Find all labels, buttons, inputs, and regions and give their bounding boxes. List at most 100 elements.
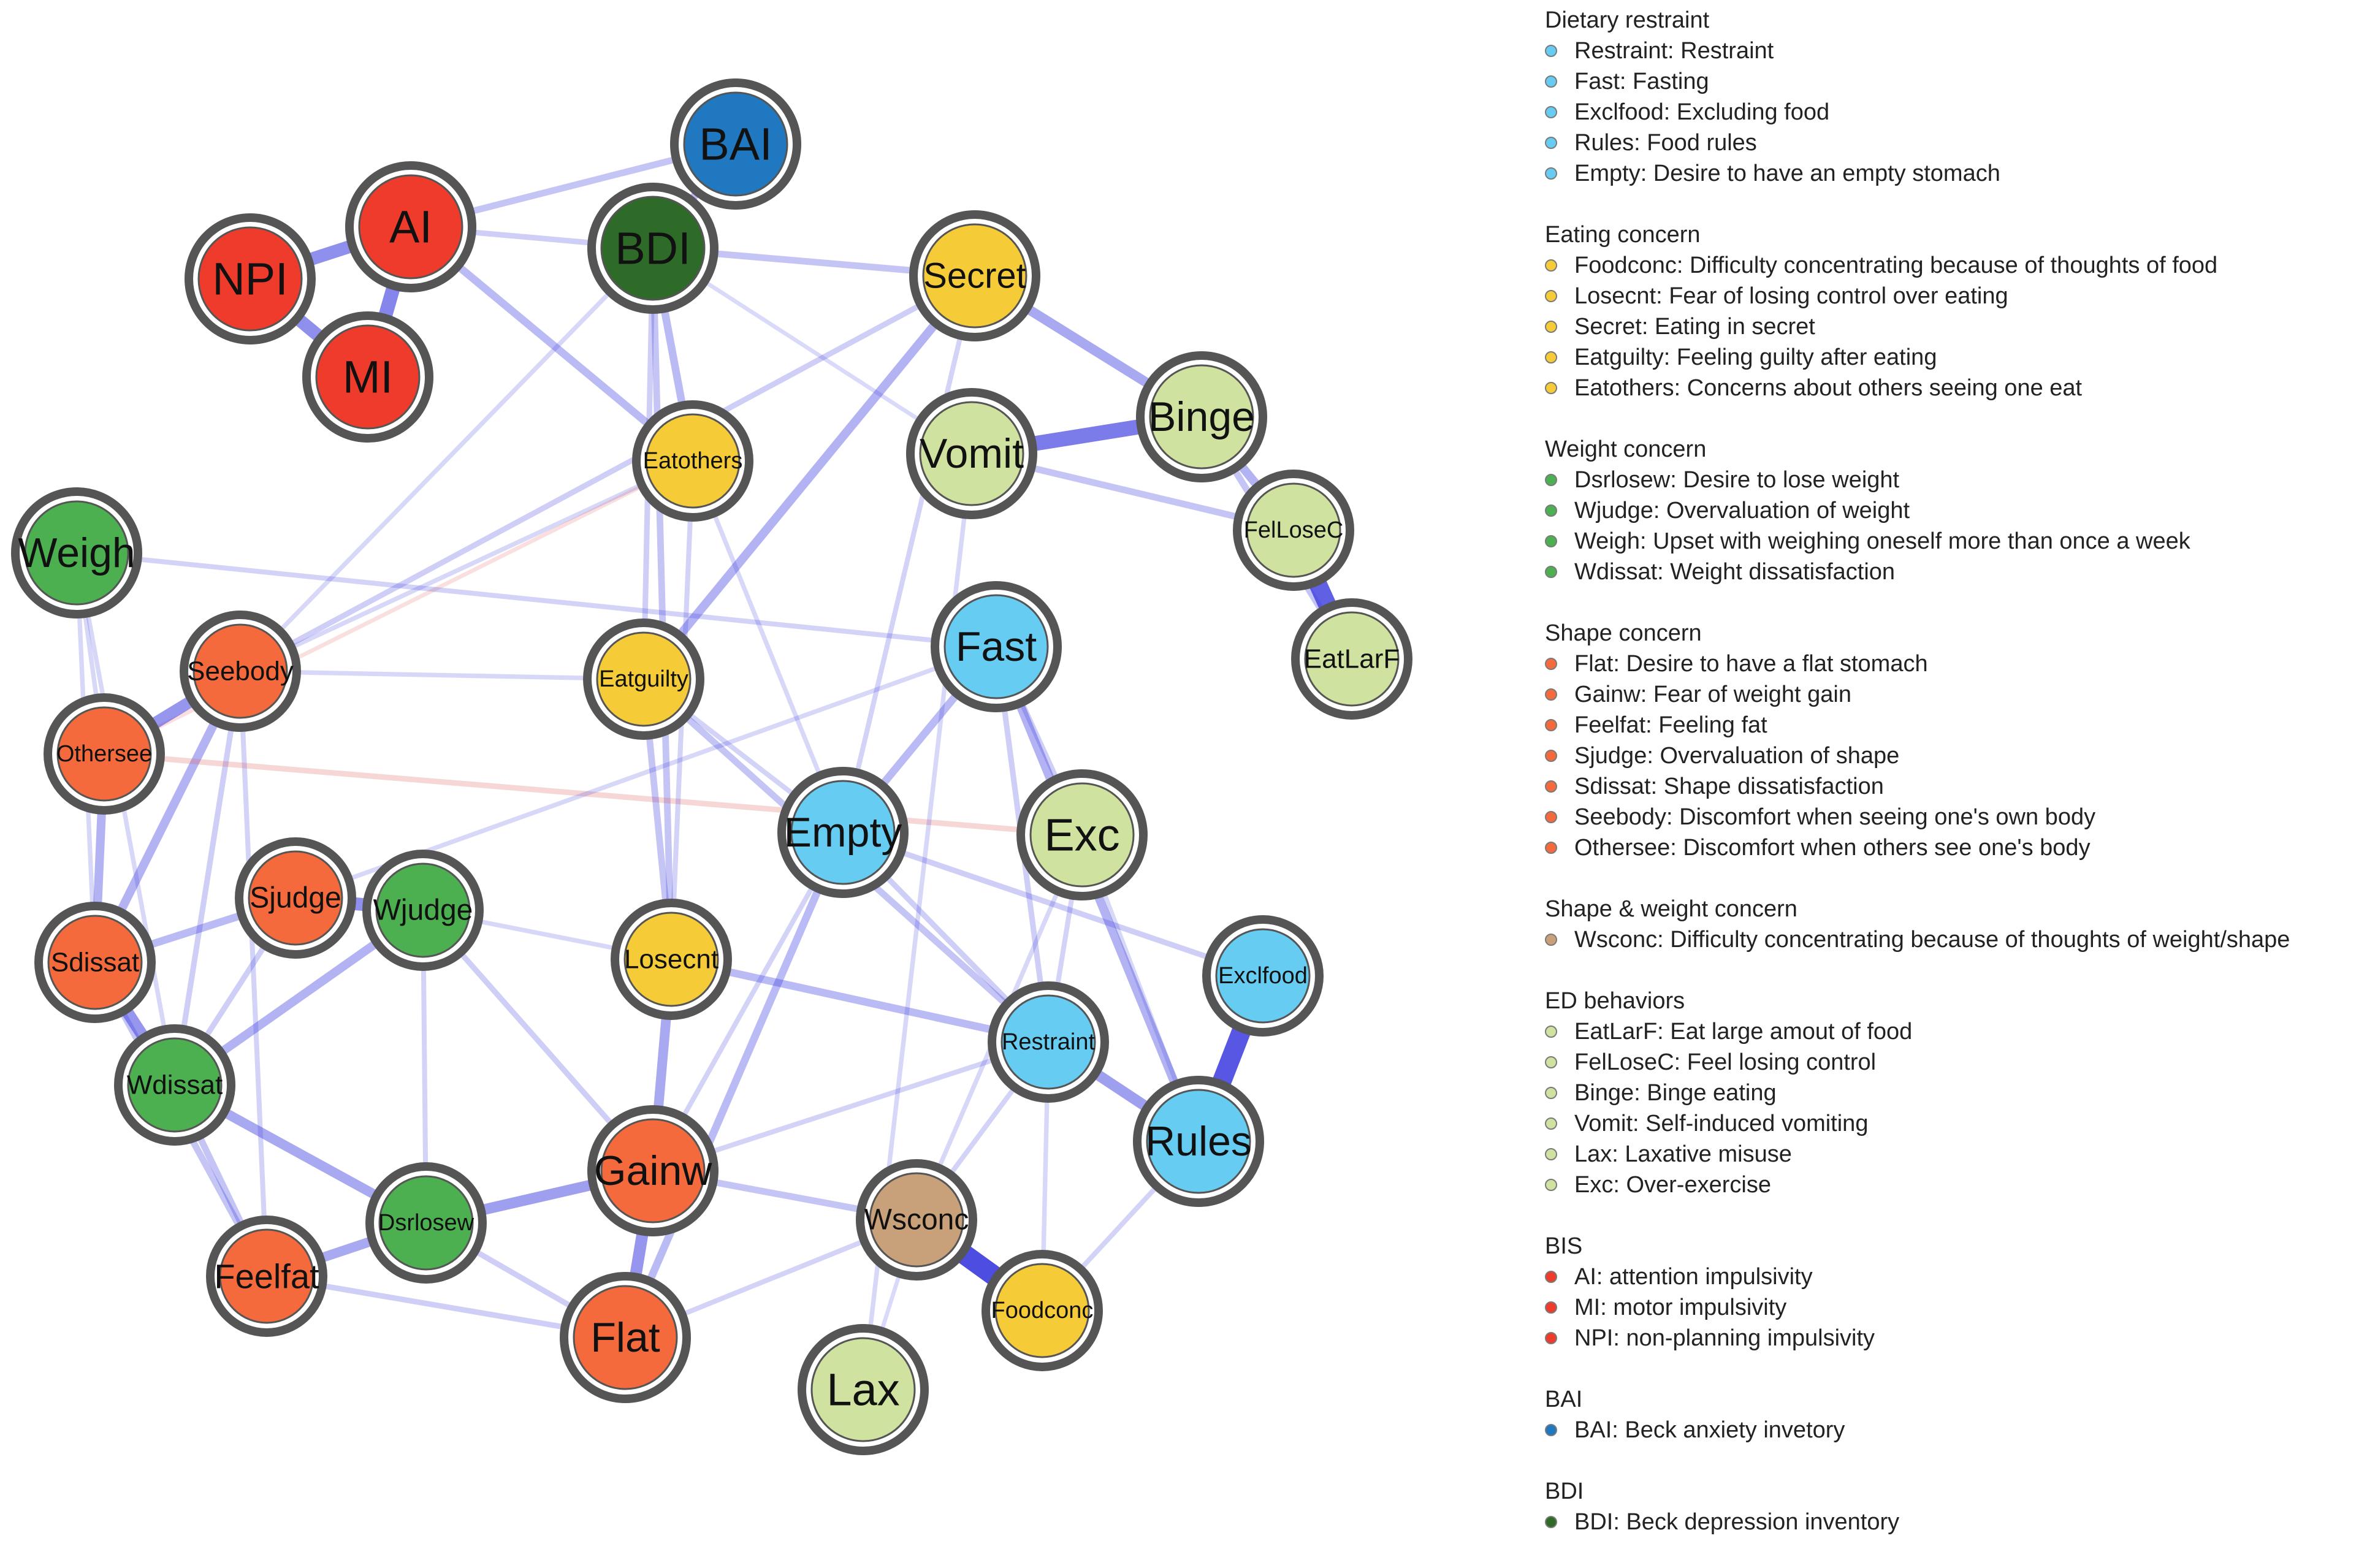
node-fill	[197, 226, 303, 332]
node-bai[interactable]: BAI	[670, 78, 801, 210]
node-gainw[interactable]: Gainw	[587, 1105, 718, 1236]
node-wjudge[interactable]: Wjudge	[362, 850, 484, 971]
node-flat[interactable]: Flat	[560, 1272, 691, 1403]
legend-item-label: Fast: Fasting	[1574, 69, 1709, 94]
node-label: Secret	[923, 256, 1026, 296]
node-foodconc[interactable]: Foodconc	[981, 1250, 1103, 1371]
node-secret[interactable]: Secret	[909, 210, 1040, 341]
node-eatguilty[interactable]: Eatguilty	[583, 618, 704, 740]
node-dsrlosew[interactable]: Dsrlosew	[365, 1162, 487, 1284]
legend-dot-icon	[1545, 259, 1557, 272]
legend-item: Losecnt: Fear of losing control over eat…	[1545, 281, 2360, 311]
node-fill	[922, 223, 1027, 329]
node-rules[interactable]: Rules	[1133, 1076, 1264, 1207]
legend-dot-icon	[1545, 321, 1557, 333]
node-losecnt[interactable]: Losecnt	[611, 899, 732, 1020]
node-wdissat[interactable]: Wdissat	[114, 1024, 235, 1146]
node-label: BDI	[615, 223, 690, 274]
legend-dot-icon	[1545, 811, 1557, 823]
node-lax[interactable]: Lax	[798, 1324, 929, 1455]
legend-dot-icon	[1545, 351, 1557, 363]
node-fellosec[interactable]: FelLoseC	[1233, 470, 1354, 591]
node-fill	[358, 174, 463, 280]
legend-item: Vomit: Self-induced vomiting	[1545, 1108, 2360, 1139]
legend-item: Wsconc: Difficulty concentrating because…	[1545, 924, 2360, 955]
node-empty[interactable]: Empty	[777, 767, 909, 898]
node-label: AI	[389, 202, 432, 253]
node-label: Sdissat	[51, 948, 139, 978]
node-fill	[1029, 782, 1135, 888]
legend-dot-icon	[1545, 45, 1557, 57]
node-restraint[interactable]: Restraint	[988, 981, 1109, 1103]
edge-bdi-losecnt	[649, 245, 675, 963]
node-fill	[623, 911, 719, 1007]
node-eatothers[interactable]: Eatothers	[632, 400, 753, 522]
legend-item: MI: motor impulsivity	[1545, 1292, 2360, 1323]
legend-item: Othersee: Discomfort when others see one…	[1545, 832, 2360, 863]
legend-item-label: Vomit: Self-induced vomiting	[1574, 1111, 1869, 1136]
node-mi[interactable]: MI	[302, 311, 433, 443]
node-fill	[375, 862, 471, 958]
legend-item: BDI: Beck depression inventory	[1545, 1507, 2360, 1537]
legend-item: Wdissat: Weight dissatisfaction	[1545, 557, 2360, 587]
node-eatlarf[interactable]: EatLarF	[1291, 598, 1412, 720]
node-seebody[interactable]: Seebody	[180, 611, 301, 732]
legend-item-label: Empty: Desire to have an empty stomach	[1574, 161, 2000, 186]
legend-item-label: Eatguilty: Feeling guilty after eating	[1574, 344, 1937, 370]
legend-item-label: Binge: Binge eating	[1574, 1080, 1777, 1106]
legend-dot-icon	[1545, 290, 1557, 302]
node-fast[interactable]: Fast	[931, 581, 1062, 712]
node-exclfood[interactable]: Exclfood	[1202, 915, 1324, 1037]
legend-dot-icon	[1545, 106, 1557, 118]
legend-item: NPI: non-planning impulsivity	[1545, 1323, 2360, 1353]
node-fill	[47, 915, 143, 1010]
node-ai[interactable]: AI	[345, 161, 476, 292]
node-fill	[248, 850, 343, 946]
node-label: Eatguilty	[599, 666, 688, 692]
node-label: Losecnt	[624, 945, 718, 975]
legend-dot-icon	[1545, 934, 1557, 946]
node-fill	[56, 706, 152, 802]
node-bdi[interactable]: BDI	[587, 183, 718, 314]
node-exc[interactable]: Exc	[1016, 769, 1148, 900]
node-label: Seebody	[187, 657, 294, 687]
legend-dot-icon	[1545, 1117, 1557, 1130]
node-binge[interactable]: Binge	[1136, 351, 1267, 482]
node-weigh[interactable]: Weigh	[11, 487, 142, 618]
node-label: Exclfood	[1218, 963, 1308, 989]
legend-item: Restraint: Restraint	[1545, 36, 2360, 66]
legend-item-label: Eatothers: Concerns about others seeing …	[1574, 375, 2083, 401]
legend-item-label: Weigh: Upset with weighing oneself more …	[1574, 528, 2190, 554]
node-label: Binge	[1148, 394, 1255, 440]
node-label: Rules	[1145, 1118, 1252, 1165]
legend-item-label: Wjudge: Overvaluation of weight	[1574, 498, 1910, 523]
legend-item: Rules: Food rules	[1545, 127, 2360, 158]
node-wsconc[interactable]: Wsconc	[856, 1159, 977, 1281]
legend-group-title: Weight concern	[1545, 436, 1707, 462]
legend-dot-icon	[1545, 1271, 1557, 1283]
edge-eatothers-empty	[690, 459, 845, 835]
legend-item: Lax: Laxative misuse	[1545, 1139, 2360, 1170]
legend-item: Feelfat: Feeling fat	[1545, 710, 2360, 740]
legend-dot-icon	[1545, 474, 1557, 486]
legend-item-label: Foodconc: Difficulty concentrating becau…	[1574, 253, 2218, 278]
node-feelfat[interactable]: Feelfat	[206, 1216, 327, 1337]
legend-dot-icon	[1545, 535, 1557, 547]
edge-empty-flat	[621, 828, 847, 1342]
node-othersee[interactable]: Othersee	[44, 693, 165, 815]
legend-dot-icon	[1545, 1087, 1557, 1099]
legend-item-label: Gainw: Fear of weight gain	[1574, 682, 1852, 707]
node-vomit[interactable]: Vomit	[906, 388, 1037, 519]
legend-item-label: Flat: Desire to have a flat stomach	[1574, 651, 1928, 677]
legend-dot-icon	[1545, 658, 1557, 670]
node-sjudge[interactable]: Sjudge	[235, 837, 356, 959]
node-npi[interactable]: NPI	[185, 213, 316, 344]
node-sdissat[interactable]: Sdissat	[34, 902, 156, 1023]
legend-dot-icon	[1545, 1516, 1557, 1528]
edge-weigh-wdissat	[74, 550, 177, 1087]
legend-item: Weigh: Upset with weighing oneself more …	[1545, 526, 2360, 557]
